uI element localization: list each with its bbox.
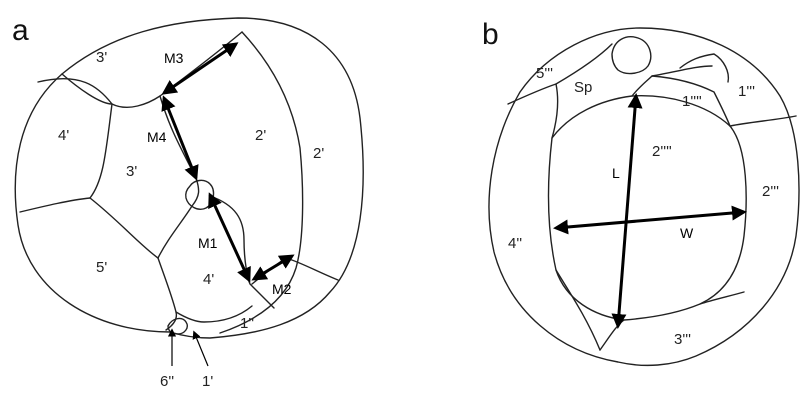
region-label: 4'': [508, 235, 522, 252]
panel-b-axis-labels: L W: [612, 165, 694, 241]
measure-label: M1: [198, 235, 218, 251]
septum-b-bottom: [599, 319, 625, 351]
region-label: 1''': [738, 83, 755, 100]
length-axis-arrow: [611, 93, 643, 329]
region-label: 2': [255, 127, 266, 144]
region-label: 2'''': [652, 143, 672, 160]
panel-a: a 3' 4' 3' 2' 2' 5': [12, 14, 364, 390]
septum-b-top-right: [651, 65, 713, 77]
septum-b-upper-left: [507, 83, 559, 139]
central-compartment-outline: [547, 95, 747, 321]
panel-a-measure-labels: M3 M4 M1 M2: [147, 50, 292, 297]
pointer-arrow: [192, 330, 209, 367]
septum-upper-left: [37, 78, 161, 108]
septum-center-left: [89, 197, 159, 259]
measure-arrow-m4: [161, 95, 199, 181]
region-label: 2': [313, 145, 324, 162]
thigh-outer-outline: [14, 17, 364, 339]
septum-b-right-lower: [699, 291, 745, 305]
measure-arrow-m1: [208, 192, 251, 283]
region-label: 5': [96, 259, 107, 276]
panel-b: b 5''' Sp 1'''' 1''' 2'''' 2''': [482, 18, 800, 367]
pointer-label: 6'': [160, 373, 174, 390]
width-axis-arrow: [553, 205, 747, 235]
width-axis-label: W: [680, 225, 694, 241]
measure-label: M2: [272, 281, 292, 297]
central-vessel-outline: [185, 179, 215, 210]
sp-structure-outline: [611, 36, 652, 75]
region-label: 3': [126, 163, 137, 180]
length-axis-label: L: [612, 165, 620, 181]
region-label: 3''': [674, 331, 691, 348]
panel-b-letter: b: [482, 18, 499, 51]
measure-label: M4: [147, 129, 167, 145]
panel-a-measure-arrows: [161, 42, 295, 283]
septum-b-inner-small: [679, 53, 730, 83]
septum-center-vertical: [157, 95, 200, 259]
measure-arrow-m3: [161, 42, 239, 95]
panel-b-region-labels: 5''' Sp 1'''' 1''' 2'''' 2''' 4'' 3''': [508, 65, 779, 348]
region-label: 1'': [240, 315, 254, 332]
panel-b-axis-arrows: [553, 93, 747, 329]
measure-label: M3: [164, 50, 184, 66]
septum-b-top-left: [555, 43, 613, 85]
septum-b-lower-left: [555, 269, 601, 351]
pointer-label: 1': [202, 373, 213, 390]
panel-a-outlines: [14, 17, 364, 339]
arm-outer-outline: [488, 27, 800, 367]
panel-a-letter: a: [12, 14, 29, 47]
region-label: 1'''': [682, 93, 702, 110]
region-label: 4': [203, 271, 214, 288]
septum-bottom-small: [175, 305, 253, 323]
septum-b-right-upper: [729, 115, 797, 127]
septum-left-vertical: [61, 73, 113, 199]
septum-b-inner-top: [631, 75, 731, 127]
panel-a-pointers: 6'' 1': [160, 328, 213, 390]
region-label: 2''': [762, 183, 779, 200]
septum-mid-left: [19, 197, 91, 213]
region-label: 3': [96, 49, 107, 66]
region-label: 5''': [536, 65, 553, 82]
region-label: 4': [58, 127, 69, 144]
region-label: Sp: [574, 79, 592, 96]
measure-arrow-m2: [251, 254, 295, 281]
